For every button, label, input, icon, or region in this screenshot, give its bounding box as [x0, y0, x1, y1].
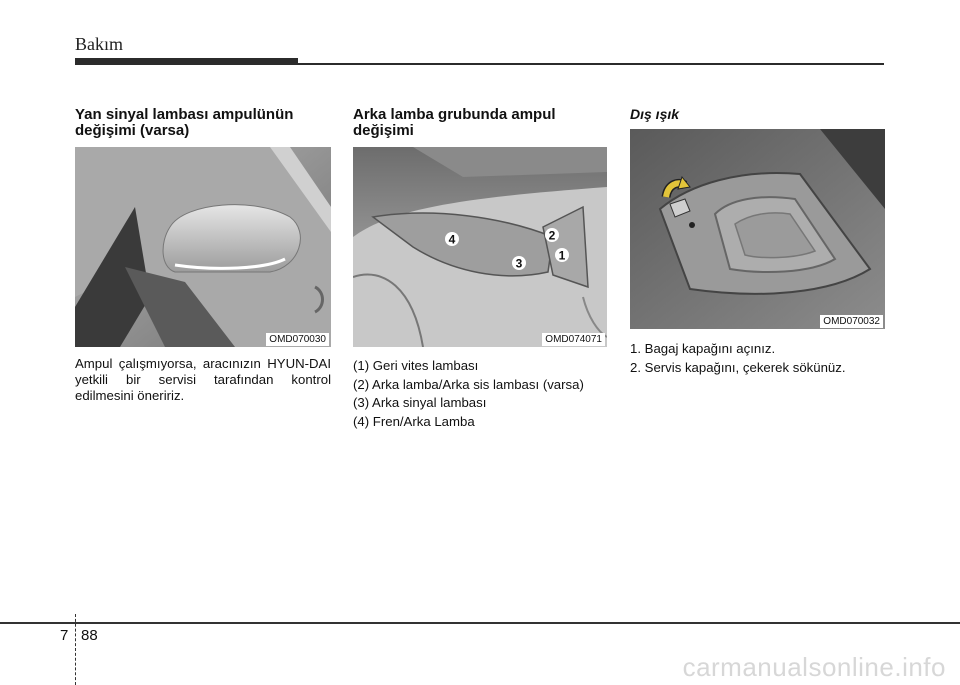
step-item: 2. Servis kapağını, çekerek sökünüz.	[630, 359, 846, 375]
callout-2: 2	[545, 228, 559, 243]
running-header: Bakım	[75, 34, 123, 54]
figure-trunk-cover: OMD070032	[630, 129, 885, 329]
figure-side-mirror: OMD070030	[75, 147, 331, 347]
svg-text:1: 1	[559, 249, 566, 263]
trunk-cover-illustration	[630, 129, 885, 329]
legend-item: (4) Fren/Arka Lamba	[353, 413, 475, 429]
side-mirror-illustration	[75, 147, 331, 347]
section-title-line: Yan sinyal lambası ampulünün	[75, 106, 294, 123]
callout-3: 3	[512, 256, 526, 271]
figure-rear-lamp: 4 2 3 1 OMD074071	[353, 147, 607, 347]
watermark: carmanualsonline.info	[682, 652, 946, 682]
legend-item: (1) Geri vites lambası	[353, 358, 479, 373]
section-title-line: Arka lamba grubunda ampul	[353, 106, 556, 123]
legend-item: (2) Arka lamba/Arka sis lambası (varsa)	[353, 376, 584, 392]
outer-light-steps: 1. Bagaj kapağını açınız. 2. Servis kapa…	[630, 340, 885, 377]
rear-lamp-illustration: 4 2 3 1	[353, 147, 607, 347]
figure-code: OMD070030	[266, 333, 329, 346]
footer-rule	[0, 622, 960, 624]
paragraph-side-signal: Ampul çalışmıyorsa, aracınızın HYUN-DAI …	[75, 356, 331, 403]
header-rule-thin	[298, 63, 884, 65]
page-number: 88	[81, 627, 98, 644]
section-title-outer-light: Dış ışık	[630, 106, 680, 122]
callout-4: 4	[445, 232, 459, 247]
section-title-line: değişimi (varsa)	[75, 122, 190, 139]
section-title-line: değişimi	[353, 122, 414, 139]
callout-1: 1	[555, 248, 569, 263]
svg-text:2: 2	[549, 229, 556, 243]
svg-text:3: 3	[516, 257, 523, 271]
step-item: 1. Bagaj kapağını açınız.	[630, 341, 776, 356]
footer-divider	[75, 614, 76, 685]
section-title-side-signal: Yan sinyal lambası ampulünün değişimi (v…	[75, 107, 335, 139]
figure-code: OMD074071	[542, 333, 605, 346]
figure-code: OMD070032	[820, 315, 883, 328]
svg-text:4: 4	[449, 233, 456, 247]
section-title-rear-lamp: Arka lamba grubunda ampul değişimi	[353, 107, 613, 139]
legend-item: (3) Arka sinyal lambası	[353, 395, 487, 410]
rear-lamp-legend: (1) Geri vites lambası (2) Arka lamba/Ar…	[353, 357, 613, 431]
header-rule-thick	[75, 58, 298, 65]
chapter-number: 7	[60, 627, 69, 644]
